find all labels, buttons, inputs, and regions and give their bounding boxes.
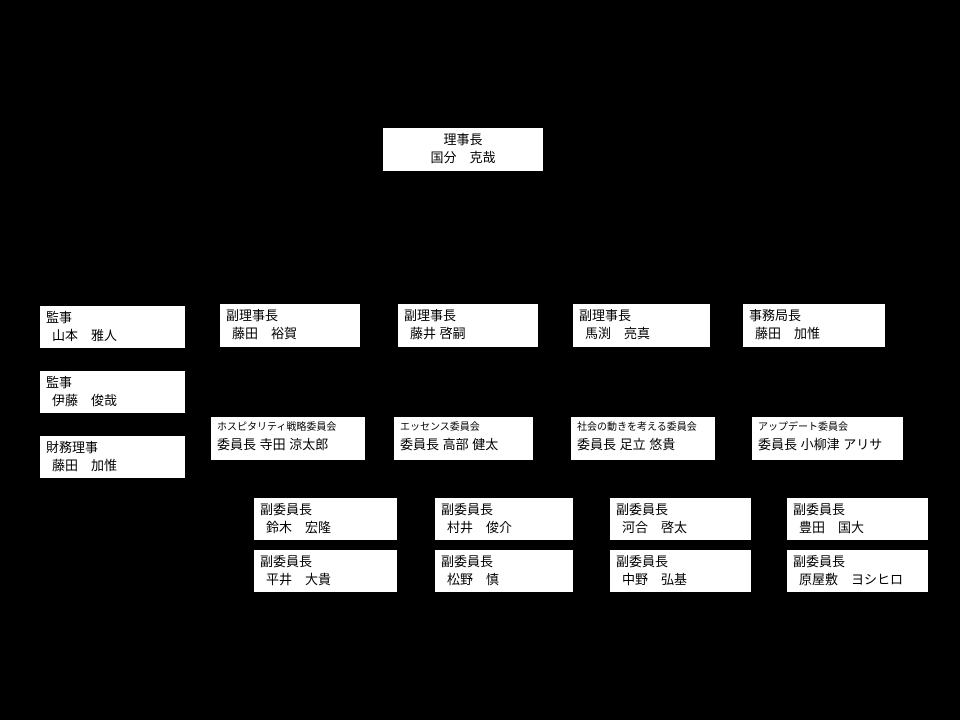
person-name: 藤田 裕賀 (232, 326, 298, 341)
vice-chair-box-r1c1: 副委員長 鈴木 宏隆 (254, 498, 397, 540)
person-name: 村井 俊介 (447, 520, 513, 535)
person-name: 原屋敷 ヨシヒロ (799, 572, 904, 587)
person-name: 山本 雅人 (52, 328, 118, 343)
person-name: 中野 弘基 (622, 572, 688, 587)
committee-box-2: エッセンス委員会 委員長 高部 健太 (394, 417, 533, 460)
person-name: 藤井 啓嗣 (410, 326, 466, 341)
role-title: 理事長 (443, 132, 483, 147)
person-name: 河合 啓太 (622, 520, 688, 535)
role-title: 副理事長 (404, 308, 457, 323)
president-box: 理事長 国分 克哉 (383, 128, 543, 171)
finance-director-box: 財務理事 藤田 加惟 (40, 436, 185, 478)
role-title: 副委員長 (616, 502, 669, 517)
person-name: 国分 克哉 (430, 150, 496, 165)
committee-name: 社会の動きを考える委員会 (577, 422, 697, 433)
person-name: 藤田 加惟 (755, 326, 821, 341)
vice-president-box-1: 副理事長 藤田 裕賀 (220, 304, 360, 347)
vice-chair-box-r2c4: 副委員長 原屋敷 ヨシヒロ (787, 550, 928, 592)
committee-chair: 委員長 足立 悠貴 (577, 437, 676, 452)
person-name: 伊藤 俊哉 (52, 393, 118, 408)
committee-name: エッセンス委員会 (400, 422, 480, 433)
role-title: 監事 (46, 310, 73, 325)
auditor-box-2: 監事 伊藤 俊哉 (40, 371, 185, 413)
vice-chair-box-r2c1: 副委員長 平井 大貴 (254, 550, 397, 592)
person-name: 平井 大貴 (266, 572, 332, 587)
person-name: 鈴木 宏隆 (266, 520, 332, 535)
role-title: 財務理事 (46, 440, 99, 455)
role-title: 監事 (46, 375, 73, 390)
vice-chair-box-r1c4: 副委員長 豊田 国大 (787, 498, 928, 540)
vice-president-box-2: 副理事長 藤井 啓嗣 (398, 304, 538, 347)
vice-chair-box-r1c3: 副委員長 河合 啓太 (610, 498, 751, 540)
role-title: 副委員長 (793, 554, 846, 569)
secretary-general-box: 事務局長 藤田 加惟 (743, 304, 885, 347)
person-name: 松野 慎 (447, 572, 500, 587)
committee-name: ホスピタリティ戦略委員会 (217, 422, 337, 433)
vice-chair-box-r2c3: 副委員長 中野 弘基 (610, 550, 751, 592)
role-title: 事務局長 (749, 308, 802, 323)
role-title: 副理事長 (579, 308, 632, 323)
committee-name: アップデート委員会 (758, 422, 848, 433)
vice-chair-box-r2c2: 副委員長 松野 慎 (435, 550, 573, 592)
role-title: 副委員長 (793, 502, 846, 517)
person-name: 藤田 加惟 (52, 458, 118, 473)
committee-chair: 委員長 小柳津 アリサ (758, 437, 883, 452)
role-title: 副委員長 (616, 554, 669, 569)
role-title: 副理事長 (226, 308, 279, 323)
vice-president-box-3: 副理事長 馬渕 亮真 (573, 304, 710, 347)
committee-box-3: 社会の動きを考える委員会 委員長 足立 悠貴 (571, 417, 715, 460)
committee-chair: 委員長 寺田 涼太郎 (217, 437, 329, 452)
role-title: 副委員長 (441, 554, 494, 569)
role-title: 副委員長 (260, 554, 313, 569)
committee-box-1: ホスピタリティ戦略委員会 委員長 寺田 涼太郎 (211, 417, 365, 460)
role-title: 副委員長 (260, 502, 313, 517)
committee-box-4: アップデート委員会 委員長 小柳津 アリサ (752, 417, 903, 460)
vice-chair-box-r1c2: 副委員長 村井 俊介 (435, 498, 573, 540)
auditor-box-1: 監事 山本 雅人 (40, 306, 185, 348)
committee-chair: 委員長 高部 健太 (400, 437, 499, 452)
person-name: 馬渕 亮真 (585, 326, 651, 341)
person-name: 豊田 国大 (799, 520, 865, 535)
role-title: 副委員長 (441, 502, 494, 517)
